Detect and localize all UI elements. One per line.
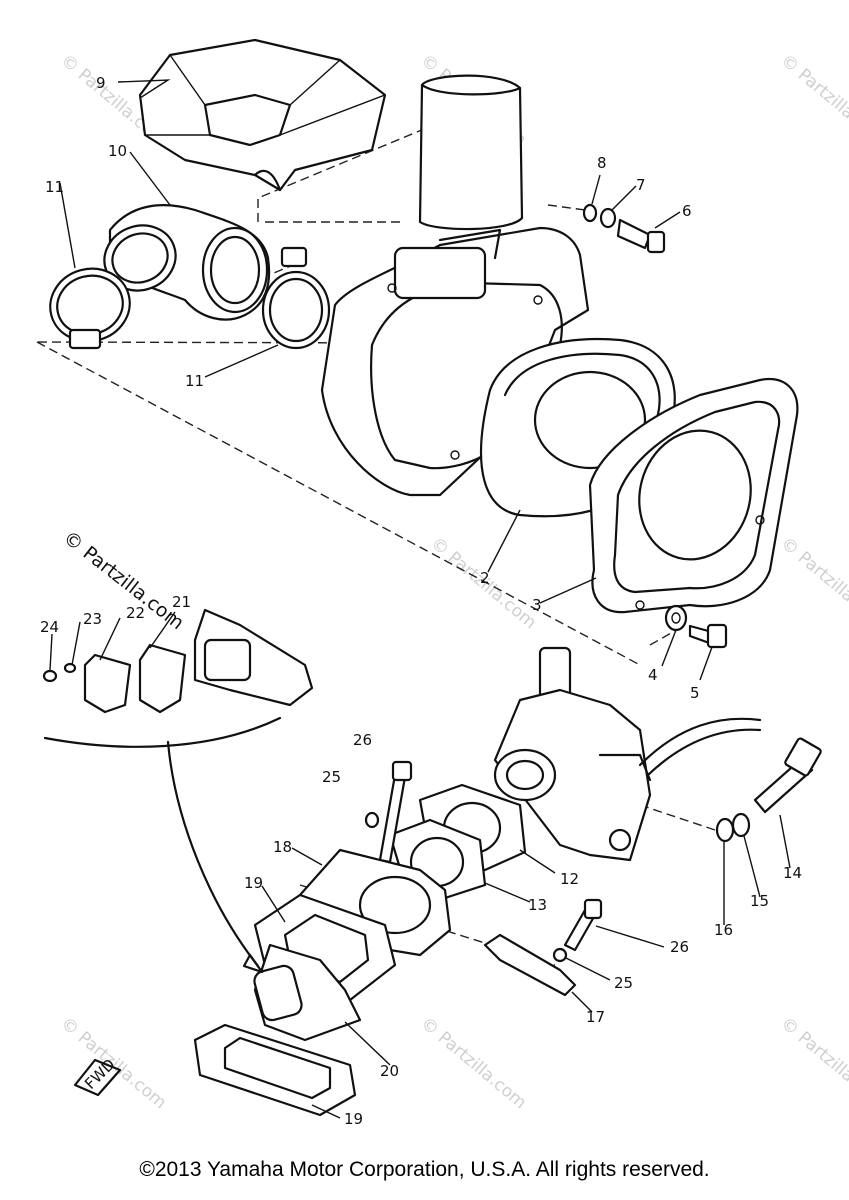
part-6-bolt <box>616 218 666 254</box>
callout-26: 26 <box>353 731 372 749</box>
reed-kit-bracket <box>43 716 282 974</box>
part-25-washer-lower <box>552 947 568 963</box>
part-25-washer-upper <box>364 811 380 829</box>
part-8-washer <box>582 203 598 223</box>
part-20-reed-valve <box>253 943 362 1042</box>
part-15-washer <box>731 812 751 838</box>
callout-9: 9 <box>96 74 106 92</box>
copyright-notice: ©2013 Yamaha Motor Corporation, U.S.A. A… <box>139 1158 710 1181</box>
part-17-bracket <box>483 933 577 997</box>
callout-19: 19 <box>244 874 263 892</box>
parts-diagram: © Partzilla.com © Partzilla.com © Partzi… <box>36 38 849 1128</box>
part-4-washer <box>664 604 688 632</box>
part-14-screw <box>753 737 822 814</box>
callout-19: 19 <box>344 1110 363 1128</box>
callout-13: 13 <box>528 896 547 914</box>
callout-26: 26 <box>670 938 689 956</box>
callout-10: 10 <box>108 142 127 160</box>
callout-23: 23 <box>83 610 102 628</box>
callout-15: 15 <box>750 892 769 910</box>
callout-11: 11 <box>185 372 204 390</box>
part-23-stopper <box>83 653 132 714</box>
callout-21: 21 <box>172 593 191 611</box>
watermark: © Partzilla.com <box>777 534 849 634</box>
callout-24: 24 <box>40 618 59 636</box>
leader-lines <box>49 79 791 1119</box>
callout-5: 5 <box>690 684 700 702</box>
callout-8: 8 <box>597 154 607 172</box>
callout-2: 2 <box>480 569 490 587</box>
part-11-clamp-right <box>261 246 331 350</box>
callout-18: 18 <box>273 838 292 856</box>
part-11-clamp-left <box>49 267 131 350</box>
callout-22: 22 <box>126 604 145 622</box>
callout-25: 25 <box>614 974 633 992</box>
watermark: © Partzilla.com <box>777 51 849 151</box>
part-16-washer <box>715 817 735 843</box>
callout-16: 16 <box>714 921 733 939</box>
part-5-screw <box>688 623 728 649</box>
carburetor <box>493 646 762 862</box>
callout-17: 17 <box>586 1008 605 1026</box>
part-3-cover-plate <box>588 377 799 614</box>
callout-4: 4 <box>648 666 658 684</box>
callout-3: 3 <box>532 596 542 614</box>
callout-12: 12 <box>560 870 579 888</box>
callout-20: 20 <box>380 1062 399 1080</box>
part-26-bolt-lower <box>563 898 603 952</box>
part-23-washer-small <box>63 662 77 674</box>
callout-6: 6 <box>682 202 692 220</box>
part-24-screw-small <box>42 669 58 683</box>
callout-11: 11 <box>45 178 64 196</box>
airbox-body <box>320 74 590 497</box>
watermark: © Partzilla.com <box>777 1014 849 1114</box>
part-9-cover <box>138 38 387 192</box>
callouts: 9 10 11 11 8 7 6 2 3 4 5 24 23 22 21 26 … <box>40 74 802 1128</box>
callout-7: 7 <box>636 176 646 194</box>
part-21-reed-block <box>193 608 314 707</box>
watermark-dark: © Partzilla.com <box>59 527 188 635</box>
part-22-reed-petal <box>138 643 187 714</box>
part-19-gasket-lower <box>193 1023 357 1117</box>
part-7-washer <box>599 207 617 229</box>
callout-25: 25 <box>322 768 341 786</box>
callout-14: 14 <box>783 864 802 882</box>
watermark: © Partzilla.com <box>417 1014 530 1114</box>
